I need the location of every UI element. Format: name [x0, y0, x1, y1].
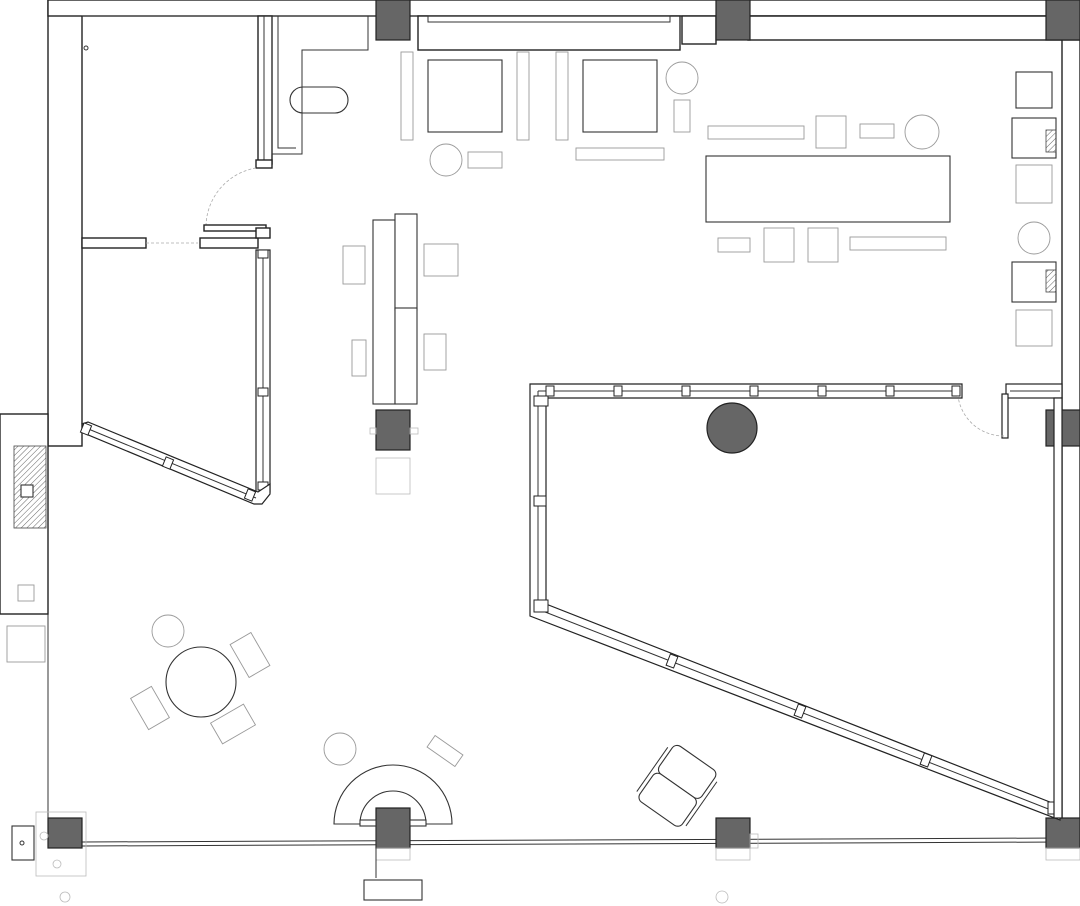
left-room-upper — [81, 15, 369, 249]
sofa-back — [372, 219, 396, 405]
bench-mid-right — [555, 51, 569, 141]
column-5 — [375, 807, 411, 849]
round-table — [165, 646, 237, 718]
entry-mat — [363, 879, 423, 901]
annex-side-table — [6, 625, 46, 663]
lounge-chair-left — [427, 59, 503, 133]
lounge-chair-right — [582, 59, 658, 133]
wall-left-upper — [47, 0, 83, 447]
work-area — [705, 71, 1057, 347]
toilet-icon — [289, 86, 349, 114]
wall-top-right — [747, 15, 1080, 41]
top-window — [417, 15, 717, 51]
partition-vertical — [257, 15, 273, 165]
structural-columns — [47, 0, 1080, 849]
round-stool-2 — [429, 143, 463, 177]
round-column — [706, 402, 758, 454]
reception-desk — [333, 764, 453, 825]
column-6 — [715, 817, 751, 849]
ext-fixture-left — [59, 891, 71, 903]
meeting-area — [129, 614, 718, 878]
column-7 — [1045, 817, 1080, 849]
cabinet-1 — [1015, 71, 1053, 109]
column-1 — [375, 0, 411, 41]
annex-small-box — [17, 584, 35, 602]
bench-mid-left — [516, 51, 530, 141]
bench-left — [400, 51, 414, 141]
left-room-lower — [79, 249, 271, 505]
column-2 — [715, 0, 751, 41]
annex-outlet-icon — [20, 484, 34, 498]
work-table — [705, 155, 951, 223]
column-8 — [47, 817, 83, 849]
door-swing-upper — [205, 167, 257, 227]
round-stool — [665, 61, 699, 95]
low-shelf — [575, 147, 665, 161]
sink — [11, 825, 35, 861]
lounge-area — [400, 51, 699, 177]
column-center — [375, 409, 411, 451]
wall-bottom — [81, 837, 1063, 843]
door-swing-right — [957, 395, 1005, 437]
partition-horizontal-right — [199, 237, 259, 249]
column-center-base — [375, 457, 411, 495]
wall-top-outer — [47, 0, 1080, 17]
entry-sink-area — [35, 811, 87, 877]
ext-fixture-right — [715, 890, 729, 904]
lounge-chair-lower — [636, 744, 718, 827]
partition-horizontal-left — [81, 237, 147, 249]
column-4 — [1045, 409, 1080, 447]
column-bases — [11, 811, 1080, 904]
column-3 — [1045, 0, 1080, 41]
right-room — [529, 383, 1063, 821]
sofa — [342, 213, 459, 405]
